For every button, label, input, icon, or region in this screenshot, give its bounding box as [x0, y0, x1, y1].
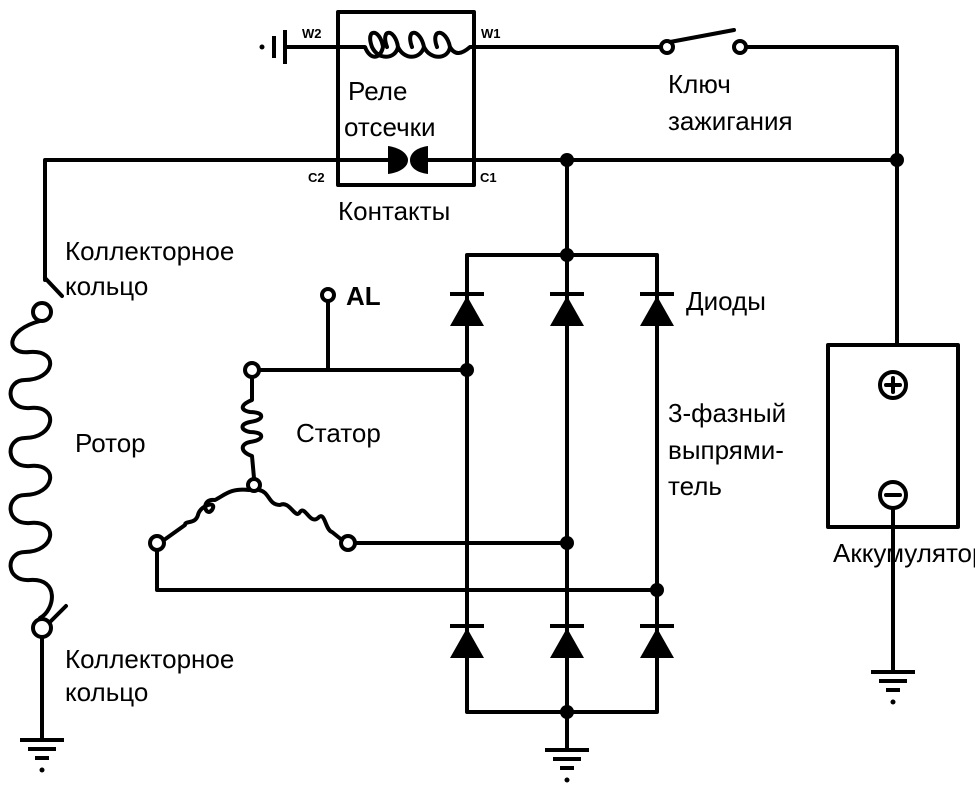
slip-ring-top-label: Коллекторное	[65, 236, 234, 266]
ignition-switch	[659, 28, 899, 347]
rotor-label: Ротор	[75, 428, 146, 458]
rectifier-bridge	[448, 158, 676, 785]
diode-icon	[448, 292, 486, 328]
c1-label: C1	[480, 170, 497, 185]
slip-ring-bottom-label: кольцо	[65, 677, 148, 707]
rotor-winding	[8, 276, 68, 775]
relay-coil	[283, 30, 662, 59]
diode-icon	[638, 624, 676, 660]
diode-icon	[548, 624, 586, 660]
rectifier-label: выпрями-	[668, 435, 784, 465]
w1-label: W1	[481, 26, 501, 41]
rectifier-label: 3-фазный	[668, 398, 786, 428]
stator-label: Статор	[296, 418, 381, 448]
stator-winding	[148, 361, 659, 592]
slip-ring-top-label: кольцо	[65, 271, 148, 301]
battery	[826, 343, 960, 707]
al-terminal-label: AL	[346, 281, 381, 311]
slip-ring-bottom-label: Коллекторное	[65, 644, 234, 674]
battery-label: Аккумулятор	[833, 538, 975, 568]
diode-icon	[638, 292, 676, 328]
rectifier-label: тель	[668, 471, 722, 501]
relay-label: отсечки	[344, 112, 436, 142]
diode-icon	[448, 624, 486, 660]
c2-label: C2	[308, 170, 325, 185]
ignition-switch-label: Ключ	[668, 69, 731, 99]
battery-positive-icon	[878, 370, 908, 400]
relay-contact-right	[410, 146, 428, 174]
relay-ground-icon	[259, 30, 287, 64]
relay-box	[336, 10, 476, 187]
relay-label: Реле	[348, 76, 407, 106]
contacts-label: Контакты	[338, 196, 450, 226]
ignition-switch-label: зажигания	[668, 106, 793, 136]
relay-contact-left	[388, 146, 408, 174]
diodes-label: Диоды	[686, 286, 766, 316]
diode-icon	[548, 292, 586, 328]
w2-label: W2	[302, 26, 322, 41]
